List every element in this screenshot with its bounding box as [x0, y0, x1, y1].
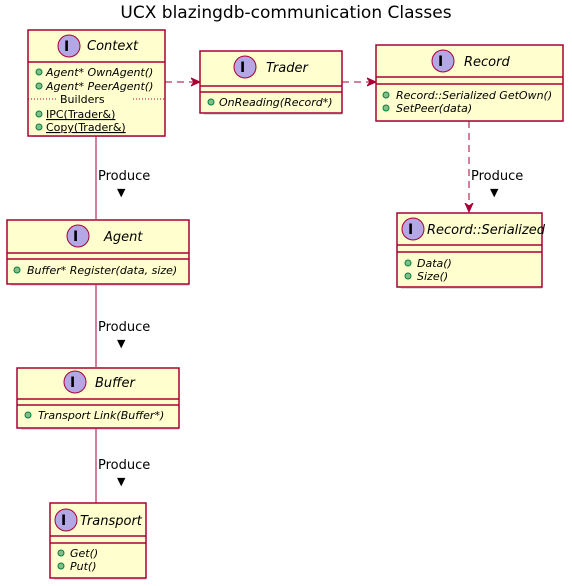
public-method-icon	[35, 110, 43, 118]
edge-label-record-serialized: Produce	[471, 169, 523, 184]
public-method-icon	[404, 259, 412, 267]
edge-arrow-agent-buffer: ▼	[117, 337, 126, 350]
member-transport-0: Get()	[70, 547, 98, 560]
interface-icon	[63, 370, 87, 394]
member-record-0: Record::Serialized GetOwn()	[396, 89, 552, 102]
builder-context-1: Copy(Trader&)	[46, 121, 126, 134]
member-context-0: Agent* OwnAgent()	[45, 66, 153, 79]
class-name-agent: Agent	[103, 230, 143, 245]
interface-icon-letter: I	[64, 39, 69, 55]
public-method-icon	[57, 549, 65, 557]
member-trader-0: OnReading(Record*)	[219, 96, 333, 109]
class-name-buffer: Buffer	[95, 376, 137, 391]
public-method-icon	[382, 104, 390, 112]
edge-arrow-buffer-transport: ▼	[117, 475, 126, 488]
class-record-serialized[interactable]: I Record::Serialized Data() Size()	[396, 212, 546, 289]
interface-icon-letter: I	[73, 229, 78, 245]
edge-buffer-transport: Produce ▼	[95, 428, 150, 503]
public-method-icon	[24, 411, 32, 419]
edge-arrow-context-agent: ▼	[117, 186, 126, 199]
public-method-icon	[13, 266, 21, 274]
class-context[interactable]: I Context Agent* OwnAgent() Agent* PeerA…	[27, 29, 166, 137]
interface-icon-letter: I	[240, 60, 245, 76]
class-name-trader: Trader	[266, 61, 309, 76]
class-name-context: Context	[87, 39, 139, 54]
edge-record-serialized: Produce ▼	[469, 121, 523, 212]
public-method-icon	[207, 98, 215, 106]
edge-label-buffer-transport: Produce	[98, 458, 150, 473]
interface-icon	[66, 224, 90, 248]
class-buffer[interactable]: I Buffer Transport Link(Buffer*)	[16, 367, 180, 430]
interface-icon-letter: I	[438, 54, 443, 70]
class-record[interactable]: I Record Record::Serialized GetOwn() Set…	[375, 44, 564, 122]
class-name-record-serialized: Record::Serialized	[427, 223, 546, 238]
interface-icon-letter: I	[408, 222, 413, 238]
builders-label: Builders	[60, 93, 105, 106]
public-method-icon	[404, 272, 412, 280]
class-transport[interactable]: I Transport Get() Put()	[49, 502, 147, 580]
public-method-icon	[35, 68, 43, 76]
edge-label-agent-buffer: Produce	[98, 320, 150, 335]
public-method-icon	[57, 562, 65, 570]
member-transport-1: Put()	[70, 560, 97, 573]
member-agent-0: Buffer* Register(data, size)	[27, 264, 177, 277]
member-buffer-0: Transport Link(Buffer*)	[38, 409, 164, 422]
public-method-icon	[35, 82, 43, 90]
member-serialized-0: Data()	[417, 257, 452, 270]
interface-icon	[431, 49, 455, 73]
interface-icon	[401, 217, 425, 241]
interface-icon-letter: I	[61, 513, 66, 529]
member-record-1: SetPeer(data)	[396, 102, 472, 115]
public-method-icon	[35, 123, 43, 131]
class-name-transport: Transport	[80, 514, 143, 529]
member-serialized-1: Size()	[417, 270, 448, 283]
edge-arrow-record-serialized: ▼	[490, 186, 499, 199]
builder-context-0: IPC(Trader&)	[46, 108, 115, 121]
edge-agent-buffer: Produce ▼	[95, 285, 150, 367]
class-trader[interactable]: I Trader OnReading(Record*)	[199, 50, 343, 115]
edge-context-agent: Produce ▼	[95, 136, 150, 219]
interface-icon-letter: I	[70, 375, 75, 391]
interface-icon	[54, 508, 78, 532]
class-name-record: Record	[464, 55, 510, 70]
public-method-icon	[382, 91, 390, 99]
interface-icon	[233, 55, 257, 79]
member-context-1: Agent* PeerAgent()	[45, 80, 153, 93]
edge-label-context-agent: Produce	[98, 169, 150, 184]
diagram-title: UCX blazingdb-communication Classes	[120, 3, 452, 23]
interface-icon	[57, 34, 81, 58]
class-agent[interactable]: I Agent Buffer* Register(data, size)	[6, 219, 190, 286]
